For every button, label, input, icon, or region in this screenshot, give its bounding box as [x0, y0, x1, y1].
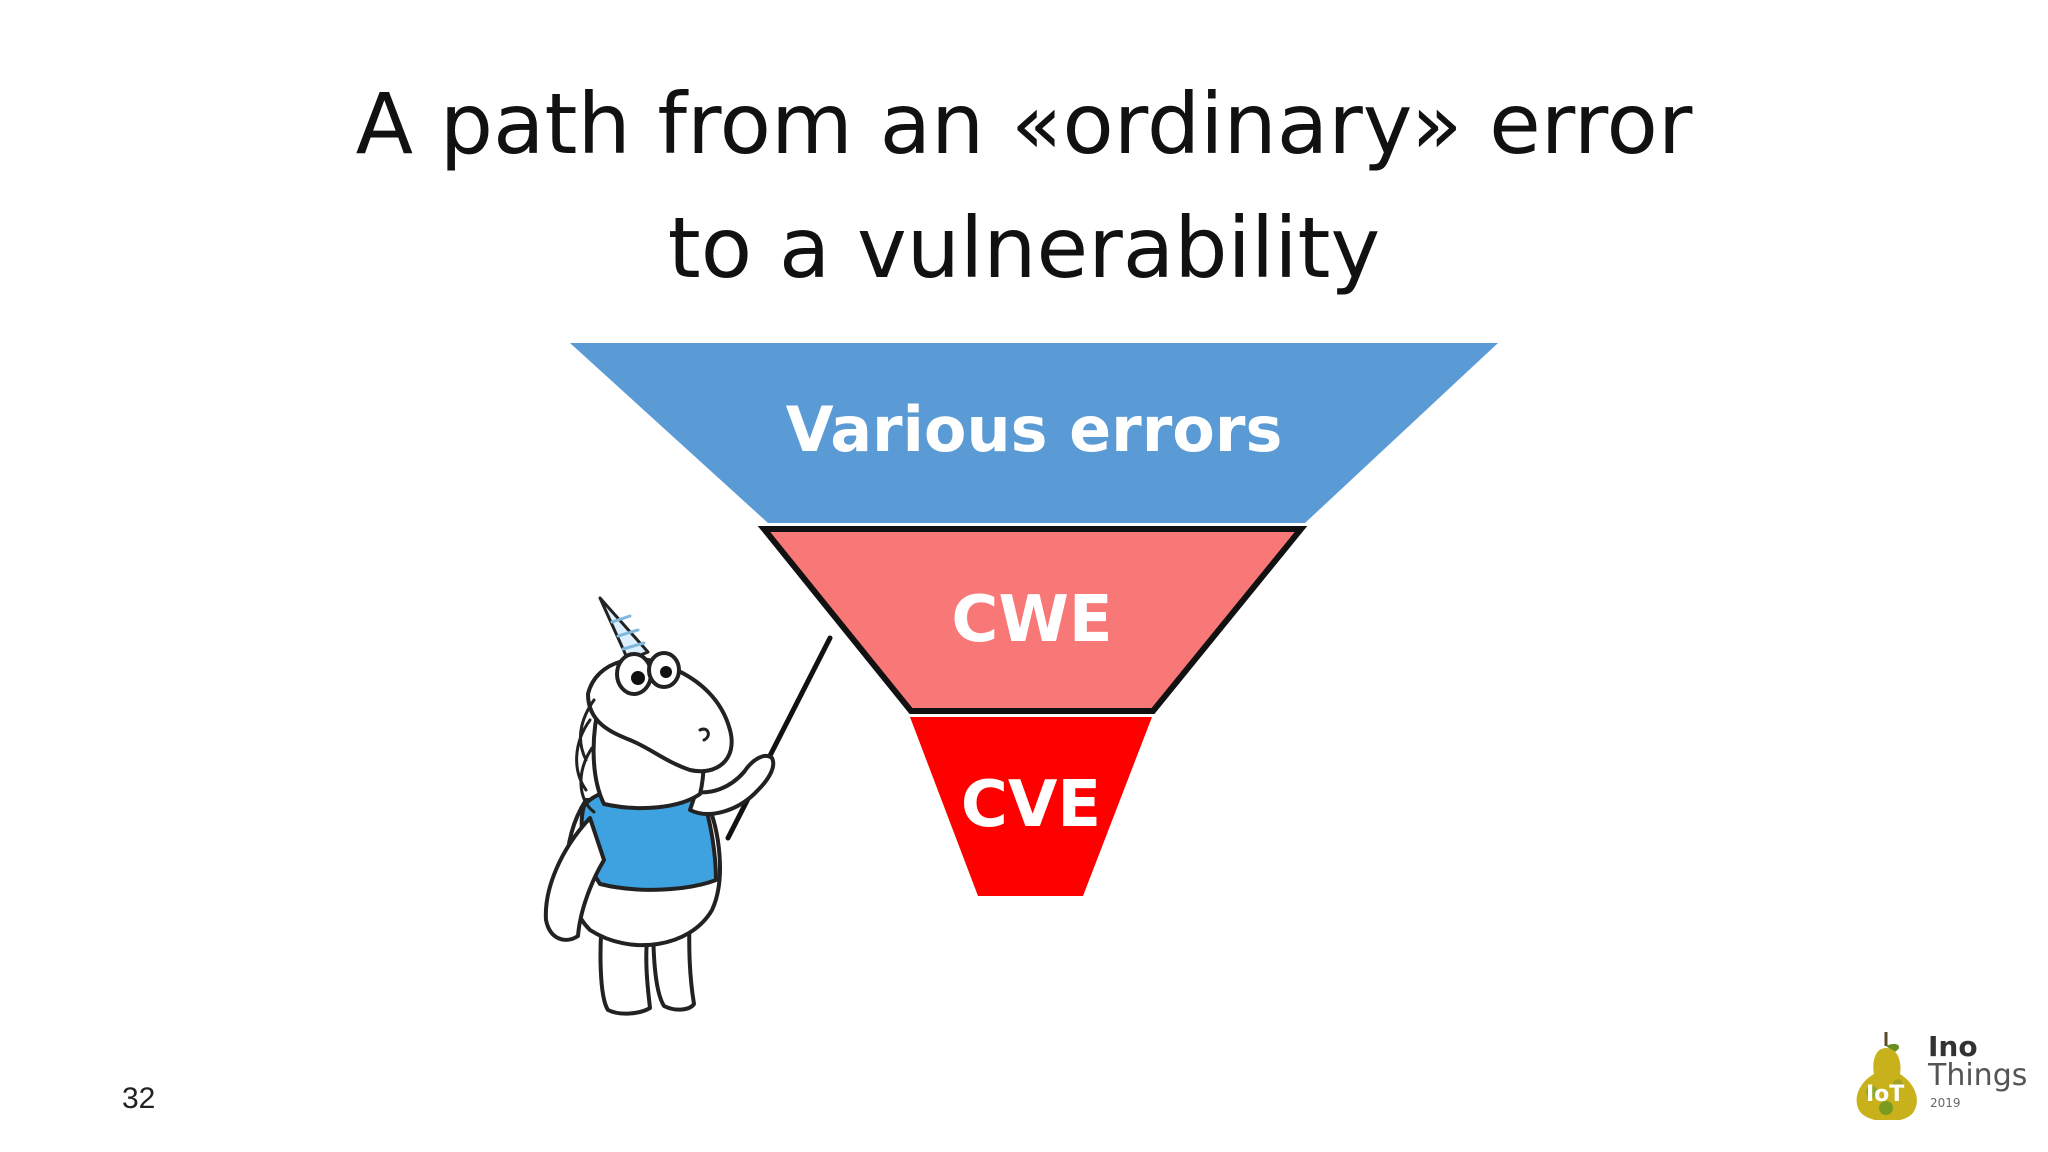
slide-number: 32: [122, 1082, 156, 1115]
funnel-label-various-errors: Various errors: [786, 393, 1283, 466]
funnel-label-cwe: CWE: [951, 583, 1112, 657]
logo-text-things: Things: [1928, 1058, 2028, 1093]
funnel-label-cve: CVE: [961, 768, 1101, 842]
slide-title-line-1: A path from an «ordinary» error: [355, 75, 1693, 173]
funnel-level-various-errors: [570, 343, 1498, 523]
unicorn-mascot-with-pointer-icon: [543, 596, 833, 1016]
logo-year: 2019: [1930, 1096, 1961, 1110]
inothings-logo: IoT Ino Things 2019: [1846, 1030, 2028, 1120]
pointer-stick: [725, 635, 833, 841]
funnel-level-cve: [910, 717, 1152, 896]
logo-text-ino: Ino: [1928, 1030, 1978, 1063]
slide-title-line-2: to a vulnerability: [667, 199, 1381, 297]
pear-icon: [1856, 1032, 1917, 1120]
funnel-level-cwe: [757, 526, 1308, 714]
slide-title: A path from an «ordinary» error to a vul…: [0, 62, 2048, 310]
logo-iot-badge: IoT: [1866, 1082, 1905, 1107]
